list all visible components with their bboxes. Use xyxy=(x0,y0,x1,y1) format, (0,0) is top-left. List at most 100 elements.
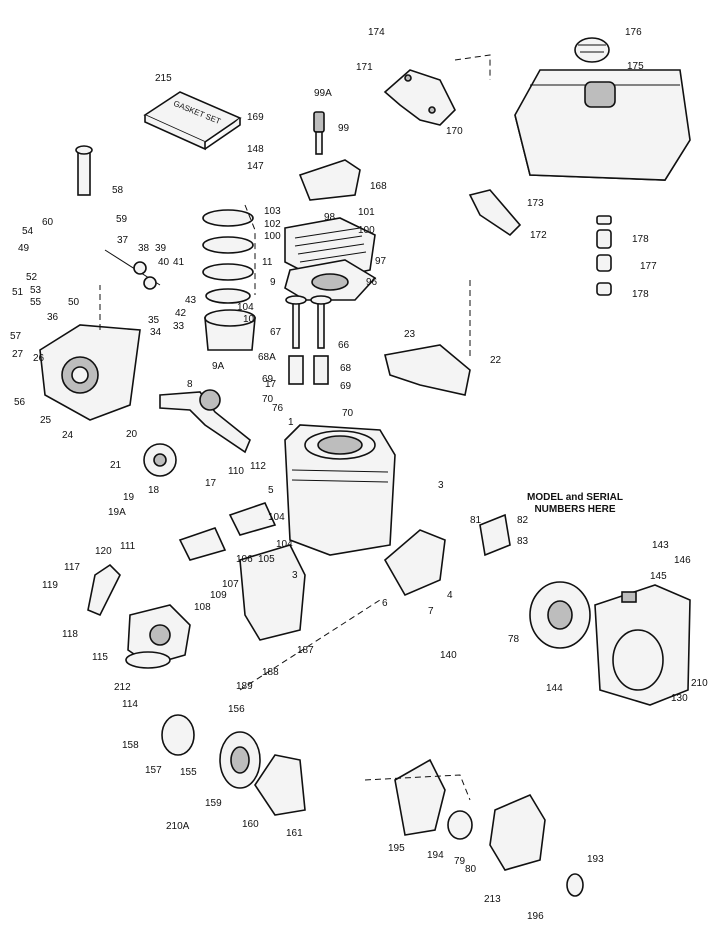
label-68: 68 xyxy=(340,363,352,374)
cam-gear xyxy=(143,443,177,477)
label-111: 111 xyxy=(120,541,136,552)
fuel-bowl xyxy=(125,651,171,669)
label-69a: 69 xyxy=(262,374,274,385)
model-serial-note-line1: MODEL and SERIAL xyxy=(527,492,623,503)
spark-plug xyxy=(313,111,325,155)
label-59: 59 xyxy=(116,214,128,225)
head-gasket xyxy=(284,259,377,301)
flywheel xyxy=(529,581,591,649)
head-shield-168 xyxy=(298,159,361,201)
label-25: 25 xyxy=(40,415,52,426)
air-cleaner-cover xyxy=(254,754,306,816)
label-55: 55 xyxy=(30,297,42,308)
cylinder-block xyxy=(284,424,396,556)
label-36: 36 xyxy=(47,312,59,323)
label-215: 215 xyxy=(155,73,172,84)
tank-support-bracket xyxy=(468,189,522,237)
label-155: 155 xyxy=(180,767,197,778)
ignition-module xyxy=(479,513,511,557)
label-35: 35 xyxy=(148,315,160,326)
label-38: 38 xyxy=(138,243,150,254)
governor-linkage xyxy=(104,249,161,290)
air-cleaner-base xyxy=(161,714,195,756)
label-40: 40 xyxy=(158,257,170,268)
label-210a: 210 xyxy=(691,678,708,689)
baffle-22 xyxy=(384,344,471,396)
label-42: 42 xyxy=(175,308,187,319)
dipstick-tube xyxy=(75,145,93,196)
muffler-187 xyxy=(239,544,306,641)
fuel-cap xyxy=(574,37,610,63)
label-10: 10 xyxy=(243,314,255,325)
label-19a: 19A xyxy=(108,507,126,518)
label-58: 58 xyxy=(112,185,124,196)
label-26: 26 xyxy=(33,353,45,364)
label-101: 101 xyxy=(358,207,375,218)
label-3a: 3 xyxy=(438,480,444,491)
label-193: 193 xyxy=(587,854,604,865)
label-120: 120 xyxy=(95,546,112,557)
tank-bracket-170 xyxy=(383,69,456,126)
label-82: 82 xyxy=(517,515,529,526)
label-176: 176 xyxy=(625,27,642,38)
label-8: 8 xyxy=(187,379,193,390)
label-34: 34 xyxy=(150,327,162,338)
label-188: 188 xyxy=(262,667,279,678)
label-194: 194 xyxy=(427,850,444,861)
label-110: 110 xyxy=(228,466,244,477)
carburetor xyxy=(127,604,191,666)
label-7: 7 xyxy=(428,606,434,617)
blower-housing xyxy=(594,584,691,706)
label-80: 80 xyxy=(465,864,477,875)
label-189: 189 xyxy=(236,681,253,692)
label-22: 22 xyxy=(490,355,502,366)
label-147: 147 xyxy=(247,161,264,172)
label-102: 102 xyxy=(264,219,281,230)
label-69b: 69 xyxy=(340,381,352,392)
label-78: 78 xyxy=(508,634,520,645)
label-148: 148 xyxy=(247,144,264,155)
fuel-tank xyxy=(514,69,691,181)
model-serial-note-line2: NUMBERS HERE xyxy=(534,504,616,515)
label-157: 157 xyxy=(145,765,162,776)
label-41: 41 xyxy=(173,257,185,268)
label-24: 24 xyxy=(62,430,74,441)
label-140: 140 xyxy=(440,650,457,661)
label-119: 119 xyxy=(42,580,58,591)
label-60: 60 xyxy=(42,217,54,228)
label-17b: 17 xyxy=(205,478,217,489)
label-159: 159 xyxy=(205,798,222,809)
label-168: 168 xyxy=(370,181,387,192)
label-43: 43 xyxy=(185,295,197,306)
label-39: 39 xyxy=(155,243,167,254)
label-19: 19 xyxy=(123,492,135,503)
label-114: 114 xyxy=(122,699,138,710)
label-23: 23 xyxy=(404,329,416,340)
label-99: 99 xyxy=(338,123,350,134)
label-171: 171 xyxy=(356,62,373,73)
label-54: 54 xyxy=(22,226,34,237)
label-143: 143 xyxy=(652,540,669,551)
label-57: 57 xyxy=(10,331,22,342)
label-83: 83 xyxy=(517,536,529,547)
label-158: 158 xyxy=(122,740,139,751)
label-27: 27 xyxy=(12,349,24,360)
label-187: 187 xyxy=(297,645,314,656)
label-49: 49 xyxy=(18,243,30,254)
intake-pipe xyxy=(87,563,121,617)
label-50: 50 xyxy=(68,297,80,308)
label-109: 109 xyxy=(210,590,227,601)
label-174: 174 xyxy=(368,27,385,38)
label-53: 53 xyxy=(30,285,42,296)
label-98: 98 xyxy=(324,212,336,223)
label-107: 107 xyxy=(222,579,239,590)
piston xyxy=(204,309,256,351)
label-66: 66 xyxy=(338,340,350,351)
label-173: 173 xyxy=(527,198,544,209)
fuel-line-parts xyxy=(596,215,612,296)
crankshaft xyxy=(159,389,251,454)
model-serial-note: MODEL and SERIAL NUMBERS HERE xyxy=(520,492,630,516)
label-104a: 104 xyxy=(237,302,254,313)
label-6: 6 xyxy=(382,598,388,609)
